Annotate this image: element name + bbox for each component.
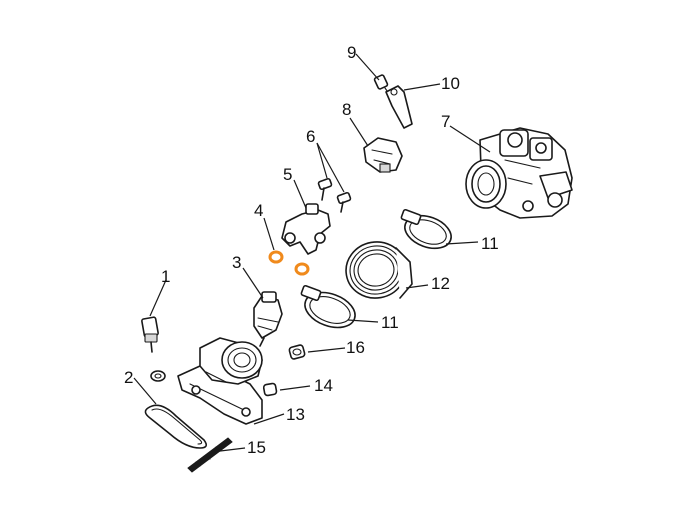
callout-15: 15 [247, 438, 266, 457]
part-injector [253, 291, 283, 347]
callout-5: 5 [283, 165, 292, 184]
part-hose-clamp-lower [300, 284, 356, 329]
part-temp-sensor [141, 316, 159, 353]
callout-8: 8 [342, 100, 351, 119]
callout-11-lower: 11 [381, 313, 399, 332]
callout-1: 1 [161, 267, 170, 286]
part-clip [187, 437, 233, 473]
part-o-rings [268, 250, 310, 276]
part-bracket [385, 85, 413, 129]
part-bolts [317, 177, 352, 213]
o-ring-upper [268, 250, 284, 264]
part-rubber-boot [345, 241, 413, 299]
part-sensor [363, 137, 403, 173]
callout-3: 3 [232, 253, 241, 272]
callout-16: 16 [346, 338, 365, 357]
o-ring-lower [294, 262, 310, 276]
callout-10: 10 [441, 74, 460, 93]
leader-lines [133, 53, 491, 453]
part-throttle-body [465, 127, 573, 219]
callout-11-upper: 11 [481, 234, 499, 253]
callout-7: 7 [441, 112, 450, 131]
part-intake-manifold [177, 337, 263, 425]
callout-2: 2 [124, 368, 133, 387]
callout-labels: 9 10 8 7 6 5 4 11 3 12 1 11 16 2 14 13 1… [124, 43, 499, 457]
part-hose-clamp-upper [400, 208, 452, 250]
callout-14: 14 [314, 376, 333, 395]
callout-13: 13 [286, 405, 305, 424]
part-cap-small [262, 382, 278, 397]
part-washer [150, 370, 166, 382]
callout-4: 4 [254, 201, 263, 220]
callout-9: 9 [347, 43, 356, 62]
callout-12: 12 [431, 274, 450, 293]
part-gasket [144, 404, 208, 449]
part-fuel-rail [281, 203, 331, 255]
callout-6: 6 [306, 127, 315, 146]
part-cap [288, 344, 306, 360]
